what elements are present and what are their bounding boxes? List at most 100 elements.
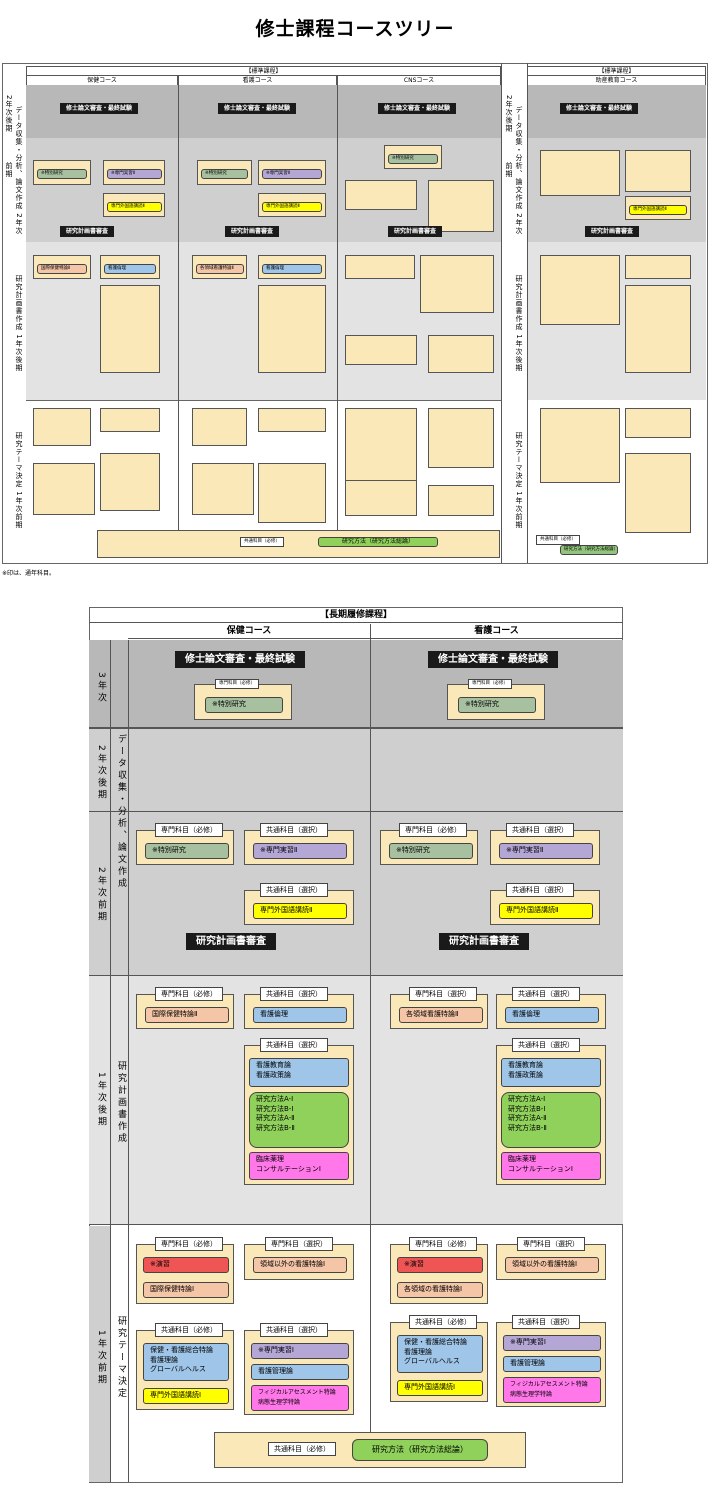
exam-banner-cns: 修士論文審査・最終試験 — [378, 103, 457, 114]
box: ※特別研究 — [384, 145, 442, 169]
box: ※専門実習Ⅱ — [258, 160, 326, 185]
gaikoku2-y2-hoken: 専門外国語講読Ⅱ — [253, 903, 347, 919]
outside-b-kango: 領域以外の看護特論Ⅰ — [505, 1257, 599, 1273]
top-method-total: 研究方法（研究方法総論） — [318, 537, 438, 547]
senmon-req-tab: 専門科目（必修） — [155, 1237, 223, 1251]
box — [100, 408, 160, 432]
top-period-2late-r: 2年次後期 — [505, 95, 513, 133]
box — [625, 285, 691, 373]
top-period-2early-r: データ収集・分析、論文作成 2年次前期 — [505, 105, 523, 235]
box: ※特別研究 — [33, 160, 91, 185]
process-1: データ収集・分析、論文作成 — [116, 734, 126, 890]
exam-banner-kango: 修士論文審査・最終試験 — [218, 103, 297, 114]
box — [345, 255, 415, 279]
kango-rinri-item: 看護倫理 — [104, 264, 156, 274]
kyotsu-req-tab: 共通科目（必修） — [409, 1315, 477, 1329]
kango-kanri-b-kango: 看護管理論 — [503, 1356, 601, 1372]
jisshu1-b-kango: ※専門実習Ⅰ — [503, 1335, 601, 1351]
edu-b-kango: 看護教育論 看護政策論 — [501, 1058, 601, 1087]
y1e-kango-kyotsu-req: 保健・看護総合特論 看護理論 グローバルヘルス 専門外国語講読Ⅰ — [390, 1322, 488, 1402]
senmon-req-tab: 専門科目（必修） — [399, 823, 467, 837]
tokubetsu-item: ※特別研究 — [388, 154, 438, 164]
gaikoku1-b-kango: 専門外国語講読Ⅰ — [397, 1380, 483, 1396]
box — [428, 408, 494, 468]
process-2: 研究計画書作成 — [116, 1060, 126, 1145]
senmon-req-tab: 専門科目（必修） — [155, 823, 223, 837]
jisshu1-b-hoken: ※専門実習Ⅰ — [251, 1343, 349, 1359]
senmon-req-tab: 専門科目（必修） — [215, 679, 259, 689]
period-2late: 2年次後期 — [96, 744, 106, 802]
kango-kanri-b-hoken: 看護管理論 — [251, 1364, 349, 1380]
box — [345, 480, 417, 516]
kyotsu-req-tab: 共通科目（必修） — [155, 1323, 223, 1337]
plan-banner-kango: 研究計画書審査 — [225, 226, 280, 237]
plan-banner-b-kango: 研究計画書審査 — [439, 933, 529, 950]
year3-hoken-group: ※特別研究 — [194, 684, 292, 720]
physical-b-kango: フィジカルアセスメント特論 病態生理学特論 — [503, 1377, 601, 1403]
page-title: 修士課程コースツリー — [255, 18, 455, 40]
y1e-hoken-req: ※演習 国際保健特論Ⅰ — [136, 1244, 234, 1304]
bottom-course-kango: 看護コース — [370, 624, 623, 639]
plan-banner-hoken: 研究計画書審査 — [60, 226, 115, 237]
period-year3: 3年次 — [96, 671, 106, 705]
box: ※特別研究 — [197, 160, 252, 185]
kyotsu-opt-tab: 共通科目（選択） — [512, 987, 580, 1001]
process-3: 研究テーマ決定 — [116, 1315, 126, 1400]
period-2early: 2年次前期 — [96, 866, 106, 924]
plan-banner-josan: 研究計画書審査 — [585, 226, 640, 237]
kango-rinri-b-hoken: 看護倫理 — [253, 1007, 347, 1023]
top-period-1early-r: 研究テーマ決定 1年次前期 — [515, 431, 523, 529]
top-common-required-tab: 共通科目（必修） — [240, 537, 284, 547]
top-common-required-group — [97, 530, 500, 558]
bottom-course-hoken: 保健コース — [128, 624, 370, 639]
y1e-kango-kyotsu-opt: ※専門実習Ⅰ 看護管理論 フィジカルアセスメント特論 病態生理学特論 — [496, 1322, 606, 1407]
top-period-2early: データ収集・分析、論文作成 2年次前期 — [5, 105, 23, 235]
edu-b-hoken: 看護教育論 看護政策論 — [249, 1058, 349, 1087]
long-term-label: 【長期履修課程】 — [89, 608, 623, 623]
enshu-b-hoken: ※演習 — [143, 1257, 229, 1273]
health-int1-b: 国際保健特論Ⅰ — [143, 1282, 229, 1298]
box: 各領域看護特論Ⅱ — [192, 255, 247, 279]
exam-banner-josan: 修士論文審査・最終試験 — [560, 103, 639, 114]
top-period-1early: 研究テーマ決定 1年次前期 — [15, 431, 23, 529]
kyotsu-opt-tab: 共通科目（選択） — [260, 823, 328, 837]
box — [345, 335, 417, 365]
box: 国際保健特論Ⅱ — [33, 255, 91, 279]
consult-b-kango: 臨床薬理 コンサルテーションⅠ — [501, 1152, 601, 1180]
tokubetsu-y2-kango: ※特別研究 — [389, 843, 473, 859]
senmon-opt-tab: 専門科目（選択） — [265, 1237, 333, 1251]
box — [258, 408, 326, 432]
consult-b-hoken: 臨床薬理 コンサルテーションⅠ — [249, 1152, 349, 1180]
box — [345, 180, 417, 210]
kyotsu-opt-tab: 共通科目（選択） — [512, 1315, 580, 1329]
gaikoku1-b-hoken: 専門外国語講読Ⅰ — [143, 1388, 229, 1404]
top-method-total-r: 研究方法（研究方法総論） — [560, 545, 618, 555]
y1e-kango-req: ※演習 各領域の看護特論Ⅰ — [390, 1244, 488, 1304]
box — [258, 463, 326, 523]
exam-banner-b-hoken: 修士論文審査・最終試験 — [175, 651, 305, 668]
exam-banner-b-kango: 修士論文審査・最終試験 — [428, 651, 558, 668]
box — [258, 285, 326, 373]
hoken-sogo-b-kango: 保健・看護総合特論 看護理論 グローバルヘルス — [397, 1335, 483, 1373]
outside-b-hoken: 領域以外の看護特論Ⅰ — [253, 1257, 347, 1273]
top-period-1late-r: 研究計画書作成 1年次後期 — [515, 274, 523, 372]
gaikoku2-y2-kango: 専門外国語講読Ⅱ — [499, 903, 593, 919]
box — [428, 335, 494, 373]
box: 専門外国語講読Ⅱ — [258, 193, 326, 217]
box — [33, 408, 91, 446]
tokubetsu-y3-kango: ※特別研究 — [458, 697, 536, 713]
senmon-opt-tab: 専門科目（選択） — [517, 1237, 585, 1251]
enshu-b-kango: ※演習 — [397, 1257, 483, 1273]
box — [625, 453, 691, 533]
kyotsu-opt-tab: 共通科目（選択） — [260, 883, 328, 897]
kyotsu-opt-tab: 共通科目（選択） — [512, 1038, 580, 1052]
y1e-hoken-kyotsu-opt: ※専門実習Ⅰ 看護管理論 フィジカルアセスメント特論 病態生理学特論 — [244, 1330, 354, 1415]
tokubetsu-item: ※特別研究 — [37, 169, 87, 179]
box: 専門外国語講読Ⅱ — [625, 196, 691, 220]
jisshu2-item: ※専門実習Ⅱ — [107, 169, 162, 179]
jisshu2-item: ※専門実習Ⅱ — [262, 169, 322, 179]
y1e-hoken-kyotsu-req: 保健・看護総合特論 看護理論 グローバルヘルス 専門外国語講読Ⅰ — [136, 1330, 234, 1410]
senmon-req-tab: 専門科目（必修） — [155, 987, 223, 1001]
box — [540, 408, 620, 483]
method4-b-hoken: 研究方法A-Ⅰ 研究方法B-Ⅰ 研究方法A-Ⅱ 研究方法B-Ⅱ — [249, 1092, 349, 1148]
